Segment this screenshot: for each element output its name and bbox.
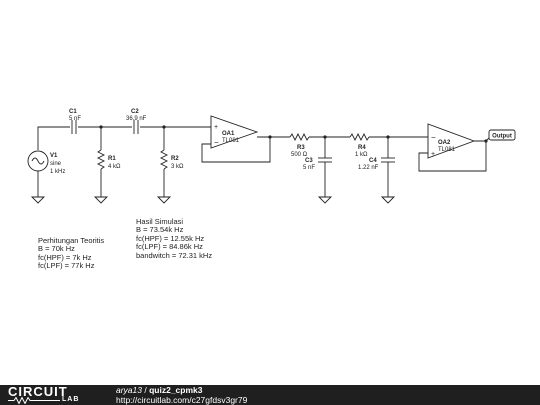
r3-label: R3 bbox=[297, 145, 305, 151]
footer-bar: CIRCUIT LAB arya13 / quiz2_cpmk3 http://… bbox=[0, 385, 540, 405]
ground-v1 bbox=[30, 196, 46, 204]
circuit-url[interactable]: http://circuitlab.com/c27gfdsv3gr79 bbox=[116, 394, 248, 405]
ground-c4 bbox=[380, 196, 396, 204]
v1-label: V1 bbox=[50, 153, 58, 159]
c3-value: 5 nF bbox=[303, 165, 315, 171]
opamp-oa1 bbox=[210, 115, 259, 149]
r3-value: 500 Ω bbox=[291, 152, 308, 158]
c4-label: C4 bbox=[369, 158, 377, 164]
capacitor-c2 bbox=[133, 120, 139, 134]
oa1-model: TL081 bbox=[222, 138, 240, 144]
capacitor-c1 bbox=[71, 120, 77, 134]
r1-value: 4 kΩ bbox=[108, 164, 121, 170]
opamp-oa2 bbox=[427, 123, 476, 159]
theory-line: fc(HPF) = 7k Hz bbox=[38, 252, 92, 262]
resistor-r1 bbox=[96, 149, 106, 170]
wire-oa2-feedback bbox=[418, 141, 487, 172]
oa1-plus-sign: + bbox=[214, 124, 218, 131]
sine-symbol bbox=[31, 157, 45, 165]
simulation-line: bandwitch = 72.31 kHz bbox=[136, 250, 213, 260]
junction-r2 bbox=[162, 125, 166, 129]
theory-line: B = 70k Hz bbox=[38, 244, 75, 254]
oa1-minus-sign: − bbox=[214, 138, 219, 147]
wire-oa1-feedback bbox=[201, 137, 271, 163]
wire-v1-top bbox=[37, 126, 70, 150]
circuitlab-logo[interactable]: CIRCUIT bbox=[8, 384, 68, 399]
c2-value: 36.9 nF bbox=[126, 116, 147, 122]
oa1-label: OA1 bbox=[222, 131, 235, 137]
c3-label: C3 bbox=[305, 158, 313, 164]
junction-c3 bbox=[323, 135, 327, 139]
oa2-minus-sign: − bbox=[431, 133, 436, 142]
capacitor-c3 bbox=[318, 157, 332, 163]
theory-line: fc(LPF) = 77k Hz bbox=[38, 261, 95, 271]
path-separator: / bbox=[142, 385, 150, 395]
oa2-label: OA2 bbox=[438, 140, 451, 146]
c2-label: C2 bbox=[131, 109, 139, 115]
junction-c4 bbox=[386, 135, 390, 139]
c1-label: C1 bbox=[69, 109, 77, 115]
circuit-schematic: + − − + Output V1 sine 1 kHz C1 5 nF C2 … bbox=[27, 109, 516, 204]
r4-label: R4 bbox=[358, 145, 366, 151]
logo-text-bottom: LAB bbox=[62, 396, 80, 403]
circuit-meta: arya13 / quiz2_cpmk3 http://circuitlab.c… bbox=[116, 385, 248, 405]
author-link[interactable]: arya13 bbox=[116, 385, 142, 395]
output-tag bbox=[488, 129, 516, 141]
r2-label: R2 bbox=[171, 156, 179, 162]
ground-r2 bbox=[156, 196, 172, 204]
c1-value: 5 nF bbox=[69, 116, 81, 122]
r2-value: 3 kΩ bbox=[171, 164, 184, 170]
junction-oa2-out bbox=[484, 139, 488, 143]
wire-oa2-out bbox=[474, 136, 491, 142]
oa2-model: TL081 bbox=[438, 147, 456, 153]
junction-oa1-out bbox=[268, 135, 272, 139]
simulation-title: Hasil Simulasi bbox=[136, 217, 184, 226]
resistor-r2 bbox=[159, 149, 169, 170]
v1-freq: 1 kHz bbox=[50, 169, 65, 175]
ground-r1 bbox=[93, 196, 109, 204]
capacitor-c4 bbox=[381, 157, 395, 163]
r1-label: R1 bbox=[108, 156, 116, 162]
v1-type: sine bbox=[50, 161, 62, 167]
theory-title: Perhitungan Teoritis bbox=[38, 236, 105, 245]
logo-text-top: CIRCUIT bbox=[8, 384, 68, 399]
theory-notes: Perhitungan Teoritis B = 70k Hz fc(HPF) … bbox=[38, 236, 105, 271]
simulation-line: B = 73.54k Hz bbox=[136, 225, 184, 235]
oa2-plus-sign: + bbox=[431, 151, 435, 158]
resistor-r3 bbox=[289, 132, 310, 142]
resistor-r4 bbox=[349, 132, 370, 142]
simulation-line: fc(HPF) = 12.55k Hz bbox=[136, 233, 205, 243]
logo-wave-icon bbox=[8, 397, 60, 404]
c4-value: 1.22 nF bbox=[358, 165, 379, 171]
ground-c3 bbox=[317, 196, 333, 204]
simulation-line: fc(LPF) = 84.86k Hz bbox=[136, 242, 203, 252]
junction-r1 bbox=[99, 125, 103, 129]
r4-value: 1 kΩ bbox=[355, 152, 368, 158]
circuit-title[interactable]: quiz2_cpmk3 bbox=[149, 385, 203, 395]
simulation-notes: Hasil Simulasi B = 73.54k Hz fc(HPF) = 1… bbox=[136, 217, 213, 260]
output-label: Output bbox=[492, 134, 512, 140]
